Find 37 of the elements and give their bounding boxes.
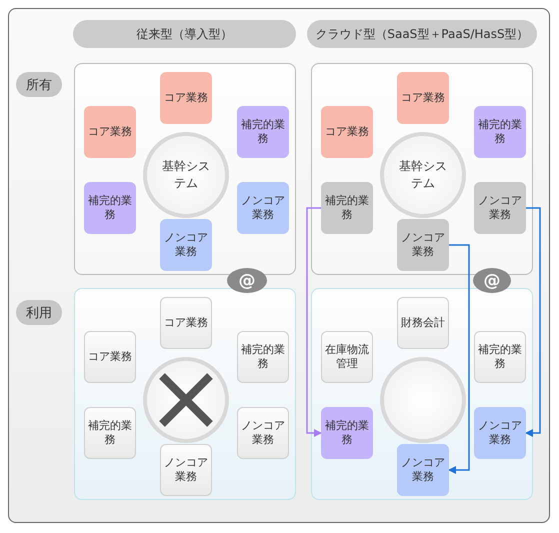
task-box: ノンコア業務 bbox=[397, 444, 449, 496]
task-box: 財務会計 bbox=[397, 297, 449, 349]
task-box: 補完的業務 bbox=[237, 331, 289, 383]
row-header: 利用 bbox=[16, 300, 62, 325]
task-box: 補完的業務 bbox=[84, 407, 136, 459]
task-box: ノンコア業務 bbox=[397, 219, 449, 271]
arrow bbox=[306, 207, 322, 437]
task-box: 在庫物流管理 bbox=[321, 331, 373, 383]
quadrant-panel bbox=[311, 288, 533, 500]
system-circle: 基幹システム bbox=[143, 132, 229, 218]
task-box: ノンコア業務 bbox=[160, 219, 212, 271]
task-box: コア業務 bbox=[160, 297, 212, 349]
task-box: コア業務 bbox=[160, 72, 212, 124]
task-box: 補完的業務 bbox=[237, 106, 289, 158]
column-header: クラウド型（SaaS型＋PaaS/HasS型） bbox=[307, 20, 537, 48]
task-box: ノンコア業務 bbox=[237, 407, 289, 459]
task-box: 補完的業務 bbox=[84, 182, 136, 234]
task-box: コア業務 bbox=[84, 106, 136, 158]
task-box: 補完的業務 bbox=[321, 407, 373, 459]
quadrant-panel bbox=[311, 63, 533, 275]
arrow bbox=[448, 244, 470, 474]
task-box: コア業務 bbox=[321, 106, 373, 158]
task-box: コア業務 bbox=[84, 331, 136, 383]
task-box: コア業務 bbox=[397, 72, 449, 124]
task-box: 補完的業務 bbox=[474, 331, 526, 383]
task-box: 補完的業務 bbox=[474, 106, 526, 158]
task-box: ノンコア業務 bbox=[474, 407, 526, 459]
row-header: 所有 bbox=[16, 72, 62, 97]
quadrant-panel bbox=[74, 63, 296, 275]
column-header: 従来型（導入型） bbox=[73, 20, 296, 48]
task-box: 補完的業務 bbox=[321, 182, 373, 234]
system-circle: 基幹システム bbox=[380, 132, 466, 218]
task-box: ノンコア業務 bbox=[237, 182, 289, 234]
arrow bbox=[525, 207, 541, 437]
task-box: ノンコア業務 bbox=[160, 444, 212, 496]
task-box: ノンコア業務 bbox=[474, 182, 526, 234]
quadrant-panel bbox=[74, 288, 296, 500]
